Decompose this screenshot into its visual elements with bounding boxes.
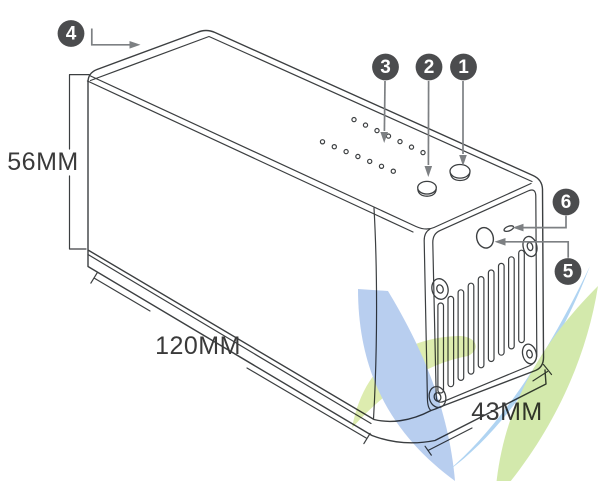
vent-slot: [518, 249, 525, 344]
round-port: [475, 226, 495, 249]
box-silhouette: [87, 29, 545, 423]
top-face-details: [319, 116, 471, 197]
callout-badge-2: 2: [415, 53, 443, 81]
led-dot: [355, 153, 361, 160]
callout-number: 1: [458, 57, 469, 78]
top-near-chamfer-line: [86, 80, 414, 233]
vent-slot: [467, 282, 475, 375]
logo-blue-leaf-icon: [358, 289, 455, 481]
leader-line-6: [523, 215, 567, 229]
callout-leaders: [90, 28, 570, 258]
callout-number: 3: [380, 57, 391, 78]
callout-number: 2: [424, 57, 435, 78]
leader-line-4: [90, 28, 130, 46]
led-dot: [378, 163, 385, 169]
button-side: [417, 188, 437, 197]
arrow-down-icon: [459, 155, 467, 166]
callout-badge-5: 5: [554, 258, 582, 285]
led-dot: [319, 139, 326, 145]
button-top: [417, 180, 437, 195]
vent-slot: [497, 262, 505, 356]
screw-bottom-right: [521, 343, 538, 365]
front-bottom-chamfer-line: [87, 253, 372, 425]
led-dot: [408, 144, 415, 150]
dimension-annotations: 56MM 120MM 43MM: [7, 74, 553, 456]
arrow-right-icon: [129, 41, 141, 49]
callout-number: 5: [563, 262, 574, 283]
vent-slot: [477, 276, 485, 369]
corner-screws: [428, 235, 538, 409]
callout-badge-6: 6: [552, 188, 580, 216]
callout-number: 6: [561, 192, 572, 213]
top-near-edge: [88, 74, 532, 230]
length-dimension: 120MM: [90, 272, 371, 445]
height-dimension: 56MM: [7, 74, 90, 250]
callout-badge-4: 4: [57, 20, 85, 47]
led-dot: [420, 149, 426, 156]
top-button-left: [417, 180, 437, 197]
logo-yellow-leaf-icon: [352, 335, 476, 428]
leader-line-3: [383, 80, 386, 132]
logo-green-leaf-icon: [496, 286, 598, 481]
arrow-down-icon: [380, 132, 388, 143]
led-indicator-dots: [319, 116, 426, 174]
height-dimension-bracket: [68, 74, 90, 250]
arrow-left-icon: [512, 223, 524, 232]
length-dimension-label: 120MM: [155, 332, 241, 360]
callout-badge-1: 1: [450, 53, 477, 81]
vent-slot: [508, 256, 515, 350]
store-watermark-logo: [352, 266, 598, 481]
arrow-down-icon: [424, 166, 433, 177]
vent-slot: [457, 289, 465, 381]
led-dot: [390, 168, 396, 174]
length-dimension-line: [90, 272, 371, 445]
led-dot: [367, 158, 373, 165]
button-top: [449, 163, 471, 179]
led-dot: [331, 143, 337, 150]
arrow-left-icon: [494, 238, 506, 246]
button-side: [449, 172, 471, 182]
callout-badge-3: 3: [372, 53, 399, 81]
leader-line-5: [505, 240, 570, 258]
end-face-details: [428, 225, 538, 409]
led-dot: [397, 138, 403, 145]
vent-slot: [487, 269, 495, 363]
led-dot: [351, 116, 357, 123]
led-dot: [362, 122, 369, 128]
vent-slots: [437, 249, 525, 394]
top-far-chamfer-line: [89, 35, 533, 183]
top-button-right: [449, 163, 471, 182]
callout-number: 4: [66, 24, 77, 45]
led-dot: [343, 148, 349, 155]
screw-top-left: [431, 278, 449, 300]
height-dimension-label: 56MM: [7, 148, 78, 176]
callout-badges: 4 3 2 1 6 5: [57, 20, 582, 285]
led-dot: [374, 127, 380, 134]
status-led-slot: [503, 225, 515, 233]
